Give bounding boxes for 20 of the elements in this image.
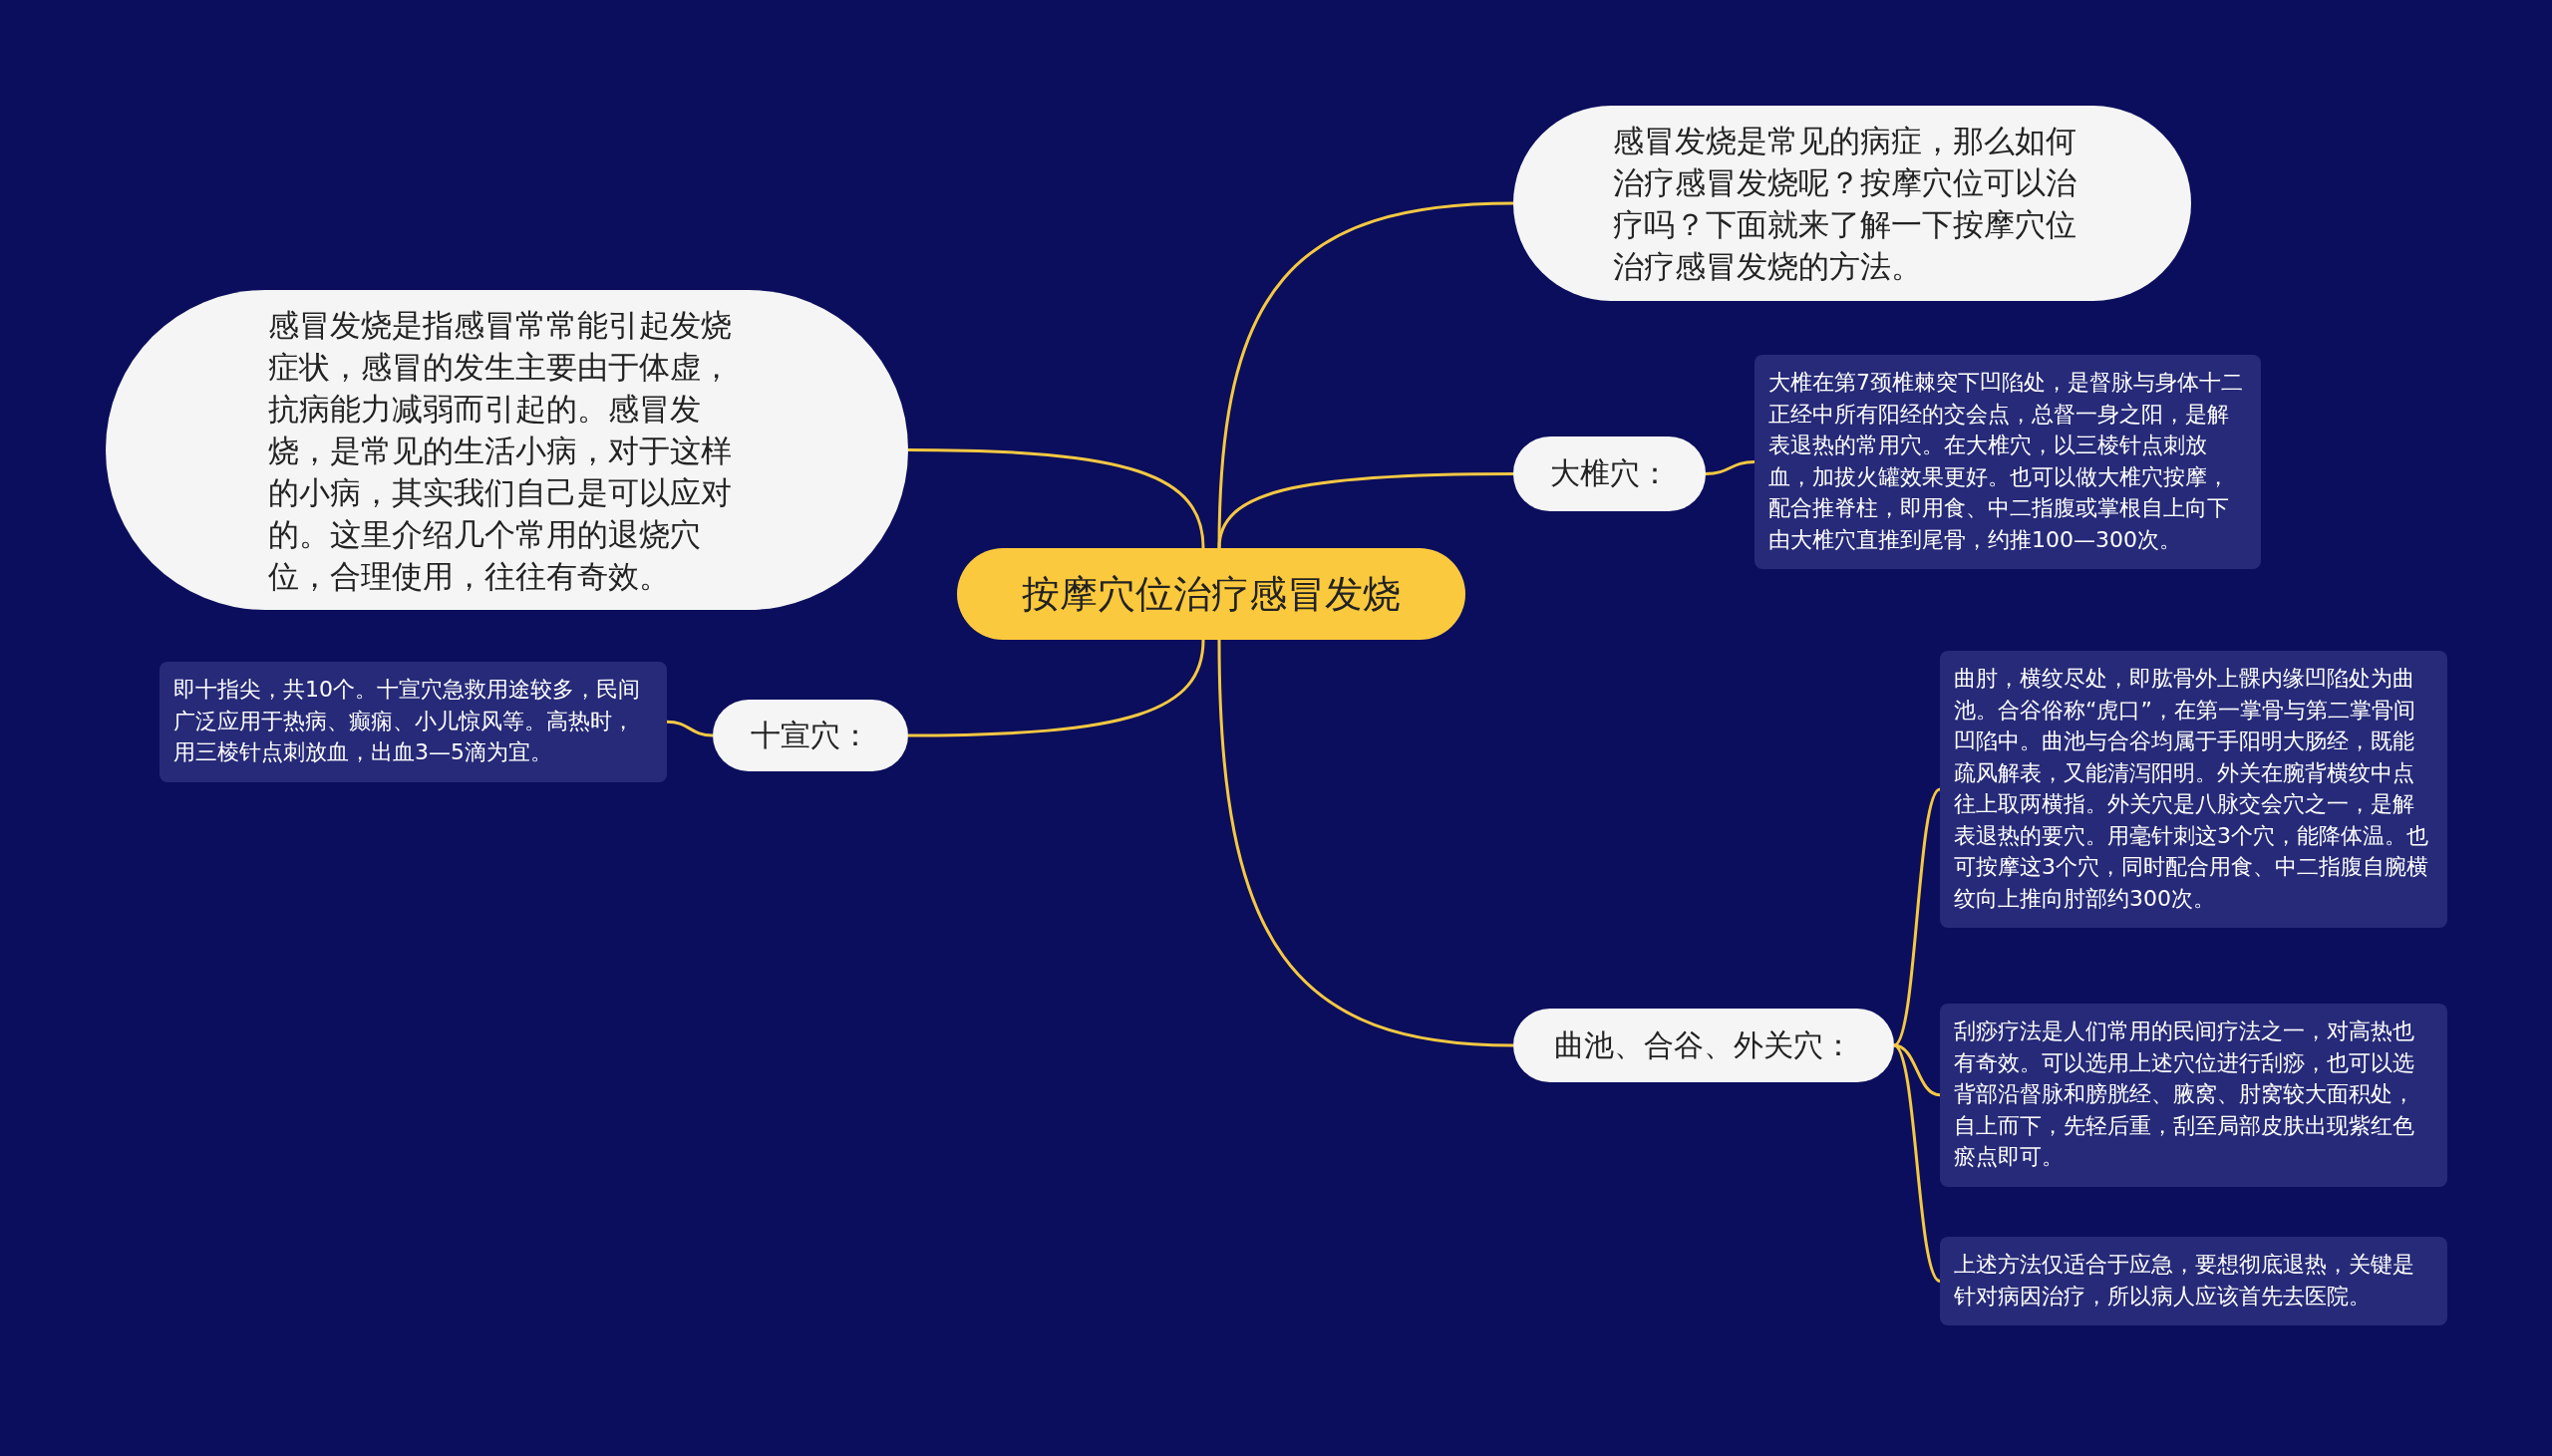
connector-line bbox=[666, 720, 714, 737]
description-box: 上述方法仅适合于应急，要想彻底退热，关键是针对病因治疗，所以病人应该首先去医院。 bbox=[1940, 1237, 2447, 1325]
description-box: 大椎在第7颈椎棘突下凹陷处，是督脉与身体十二正经中所有阳经的交会点，总督一身之阳，是解表退热的常用穴。在大椎穴，以三棱针点刺放血，加拔火罐效果更好。也可以做大椎穴按摩，配合推脊柱，即用食、中二指腹或掌根自上向下由大椎穴直推到尾骨，约推100—300次。 bbox=[1754, 355, 2261, 569]
connector-line bbox=[1705, 460, 1755, 475]
description-box: 即十指尖，共10个。十宣穴急救用途较多，民间广泛应用于热病、癫痫、小儿惊风等。高热时，用三棱针点刺放血，出血3—5滴为宜。 bbox=[160, 662, 667, 782]
connector-line bbox=[1217, 201, 1514, 549]
topic-pill: 大椎穴： bbox=[1513, 437, 1706, 511]
topic-pill: 曲池、合谷、外关穴： bbox=[1513, 1009, 1894, 1082]
connector-line bbox=[1217, 472, 1513, 549]
description-box: 刮痧疗法是人们常用的民间疗法之一，对高热也有奇效。可以选用上述穴位进行刮痧，也可以选背部沿督脉和膀胱经、腋窝、肘窝较大面积处，自上而下，先轻后重，刮至局部皮肤出现紫红色瘀点即可。 bbox=[1940, 1004, 2447, 1187]
connector-line bbox=[1892, 787, 1942, 1047]
description-box: 曲肘，横纹尽处，即肱骨外上髁内缘凹陷处为曲池。合谷俗称“虎口”，在第一掌骨与第二掌骨间凹陷中。曲池与合谷均属于手阳明大肠经，既能疏风解表，又能清泻阳明。外关在腕背横纹中点往上取两横指。外关穴是八脉交会穴之一，是解表退热的要穴。用毫针刺这3个穴，能降体温。也可按摩这3个穴，同时配合用食、中二指腹自腕横纹向上推向肘部约300次。 bbox=[1940, 651, 2447, 928]
intro-bubble: 感冒发烧是指感冒常常能引起发烧症状，感冒的发生主要由于体虚，抗病能力减弱而引起的。感冒发烧，是常见的生活小病，对于这样的小病，其实我们自己是可以应对的。这里介绍几个常用的退烧穴位，合理使用，往往有奇效。 bbox=[106, 290, 908, 610]
connector-line bbox=[908, 639, 1205, 737]
connector-line bbox=[1893, 1043, 1941, 1283]
connector-line bbox=[908, 448, 1205, 549]
connector-line bbox=[1217, 639, 1514, 1047]
intro-bubble: 感冒发烧是常见的病症，那么如何治疗感冒发烧呢？按摩穴位可以治疗吗？下面就来了解一下按摩穴位治疗感冒发烧的方法。 bbox=[1513, 106, 2191, 301]
topic-pill: 十宣穴： bbox=[713, 700, 908, 771]
topic-pill: 按摩穴位治疗感冒发烧 bbox=[957, 548, 1465, 640]
